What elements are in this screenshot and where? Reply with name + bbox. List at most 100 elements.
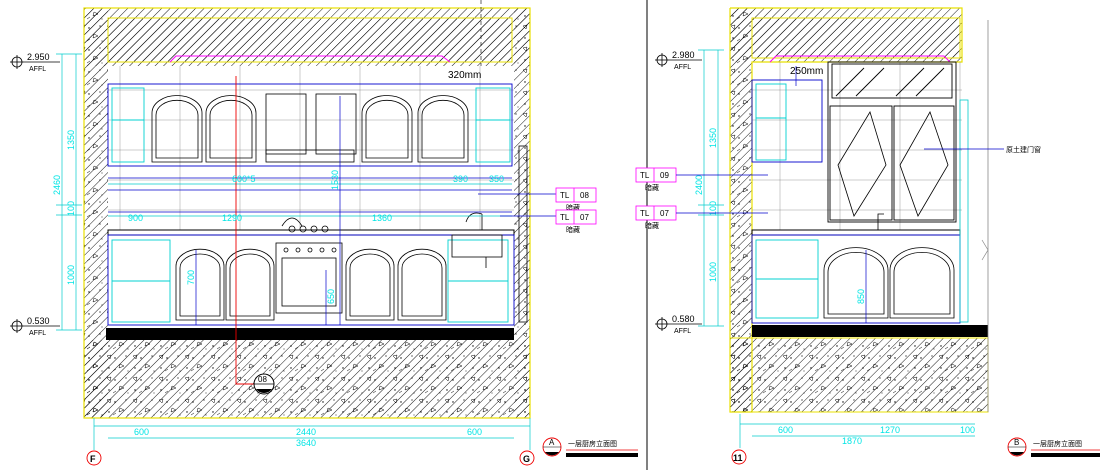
- dim-seg1: 900: [128, 213, 143, 223]
- cabinet-door-panel: [827, 252, 885, 315]
- dim-mid: 100: [66, 201, 76, 216]
- faucet-b: [877, 213, 884, 230]
- level-top-sub: AFFL: [29, 66, 46, 73]
- floor-slab-b: [752, 325, 988, 337]
- svg-text:原土建门窗: 原土建门窗: [1006, 145, 1041, 154]
- wall-tile-b: [752, 62, 962, 230]
- svg-text:F: F: [90, 454, 96, 464]
- svg-text:一层厨房立面图: 一层厨房立面图: [568, 439, 617, 448]
- cabinet-door-panel: [155, 99, 199, 159]
- bottom-total-b: 1870: [842, 436, 862, 446]
- cabinet-door-panel: [229, 253, 271, 317]
- svg-text:暗藏: 暗藏: [645, 221, 659, 230]
- dim-wall-span: 1530: [330, 170, 340, 190]
- wall-pilaster: [518, 145, 528, 323]
- window-door: [827, 61, 957, 223]
- cabinet-door: [315, 93, 357, 155]
- dim-oven-h: 700: [186, 270, 196, 285]
- countertop: [107, 229, 515, 236]
- ceiling-bulkhead-b: [751, 17, 961, 59]
- tl-tag-07-b: TL 07 暗藏: [635, 205, 768, 230]
- level-marker-top-b: 2.980 AFFL: [655, 50, 702, 71]
- cabinet-door: [417, 95, 469, 163]
- cabinet-door: [265, 93, 307, 155]
- dim-upper: 1350: [66, 130, 76, 150]
- dim-tile: 600*5: [232, 174, 256, 184]
- svg-text:TL: TL: [640, 209, 650, 218]
- dim-height-total: 2460: [52, 175, 62, 195]
- svg-text:暗藏: 暗藏: [645, 183, 659, 192]
- svg-text:TL: TL: [560, 191, 570, 200]
- svg-text:A: A: [549, 438, 555, 447]
- dim-r1: 390: [453, 174, 468, 184]
- bottom-dim-b2: 1270: [880, 425, 900, 435]
- bottom-dim-1: 600: [134, 427, 149, 437]
- sink: [451, 212, 503, 268]
- axis-bubble-11: 11: [731, 449, 747, 465]
- bottom-dim-2: 2440: [296, 427, 316, 437]
- level-top-text: 2.950: [27, 52, 50, 62]
- cabinet-door: [205, 95, 257, 163]
- cabinet-door: [361, 95, 413, 163]
- level-bottom-sub: AFFL: [29, 330, 46, 337]
- dim-lower-b: 1000: [708, 262, 718, 282]
- svg-text:AFFL: AFFL: [674, 64, 691, 71]
- cabinet-door-panel: [349, 253, 391, 317]
- dim-base-h: 650: [326, 289, 336, 304]
- axis-bubble-g: G: [519, 450, 535, 466]
- door-note: 原土建门窗: [924, 145, 1041, 154]
- elevation-title-a: A 一层厨房立面图: [542, 437, 638, 457]
- dim-seg3: 1360: [372, 213, 392, 223]
- dim-seg2: 1290: [222, 213, 242, 223]
- cabinet-door-panel: [365, 99, 409, 159]
- cabinet-door: [175, 248, 225, 321]
- dim-ceiling-gap-b: 250mm: [790, 66, 823, 77]
- level-marker-top-a: 2.950 AFFL: [10, 52, 60, 73]
- bottom-total: 3640: [296, 438, 316, 448]
- svg-text:09: 09: [660, 171, 669, 180]
- bottom-dim-b3: 100: [960, 425, 975, 435]
- cabinet-door-panel: [893, 252, 951, 315]
- cabinet-door-panel: [179, 253, 221, 317]
- elevation-b: 2.980 AFFL 0.580 AFFL 2400 1350 100 1000…: [635, 7, 1100, 465]
- level-marker-bottom-a: 0.530 AFFL: [10, 316, 60, 337]
- wall-hatching: [83, 7, 531, 419]
- dim-r2: 350: [489, 174, 504, 184]
- cabinet-door-panel: [421, 99, 465, 159]
- floor-slab: [106, 328, 514, 340]
- oven: [275, 217, 343, 314]
- upper-cabinets: [107, 83, 513, 167]
- dim-base-h-b: 850: [856, 289, 866, 304]
- range-hood: [265, 149, 355, 163]
- svg-text:07: 07: [580, 213, 589, 222]
- cabinet-door: [225, 248, 275, 321]
- svg-text:07: 07: [660, 209, 669, 218]
- svg-text:暗藏: 暗藏: [566, 203, 580, 212]
- cabinet-door-panel: [401, 253, 443, 317]
- cabinet-door: [823, 247, 889, 319]
- tl-tag-09: TL 09 暗藏: [635, 167, 768, 192]
- dim-upper-b: 1350: [708, 128, 718, 148]
- cabinet-door-panel: [209, 99, 253, 159]
- svg-text:暗藏: 暗藏: [566, 225, 580, 234]
- svg-text:一层厨房立面图: 一层厨房立面图: [1033, 439, 1082, 448]
- elevation-title-b: B 一层厨房立面图: [1007, 437, 1100, 457]
- svg-text:AFFL: AFFL: [674, 328, 691, 335]
- dim-mid-b: 100: [708, 201, 718, 216]
- dimension-lines-b: [698, 49, 975, 448]
- elevation-a: 2.950 AFFL 0.530 AFFL 2460 1350 100 1000…: [10, 0, 638, 466]
- section-no: 08: [258, 375, 267, 384]
- svg-text:08: 08: [580, 191, 589, 200]
- level-marker-bottom-b: 0.580 AFFL: [655, 314, 702, 335]
- svg-text:11: 11: [733, 453, 743, 463]
- section-cut-line: [235, 76, 254, 385]
- cabinet-door: [345, 248, 395, 321]
- dim-lower: 1000: [66, 265, 76, 285]
- svg-text:2.980: 2.980: [672, 50, 695, 60]
- svg-text:TL: TL: [560, 213, 570, 222]
- svg-text:G: G: [523, 454, 530, 464]
- cabinet-door: [397, 248, 447, 321]
- tl-tag-07: TL 07 暗藏: [500, 209, 597, 234]
- dimension-lines: [56, 53, 531, 450]
